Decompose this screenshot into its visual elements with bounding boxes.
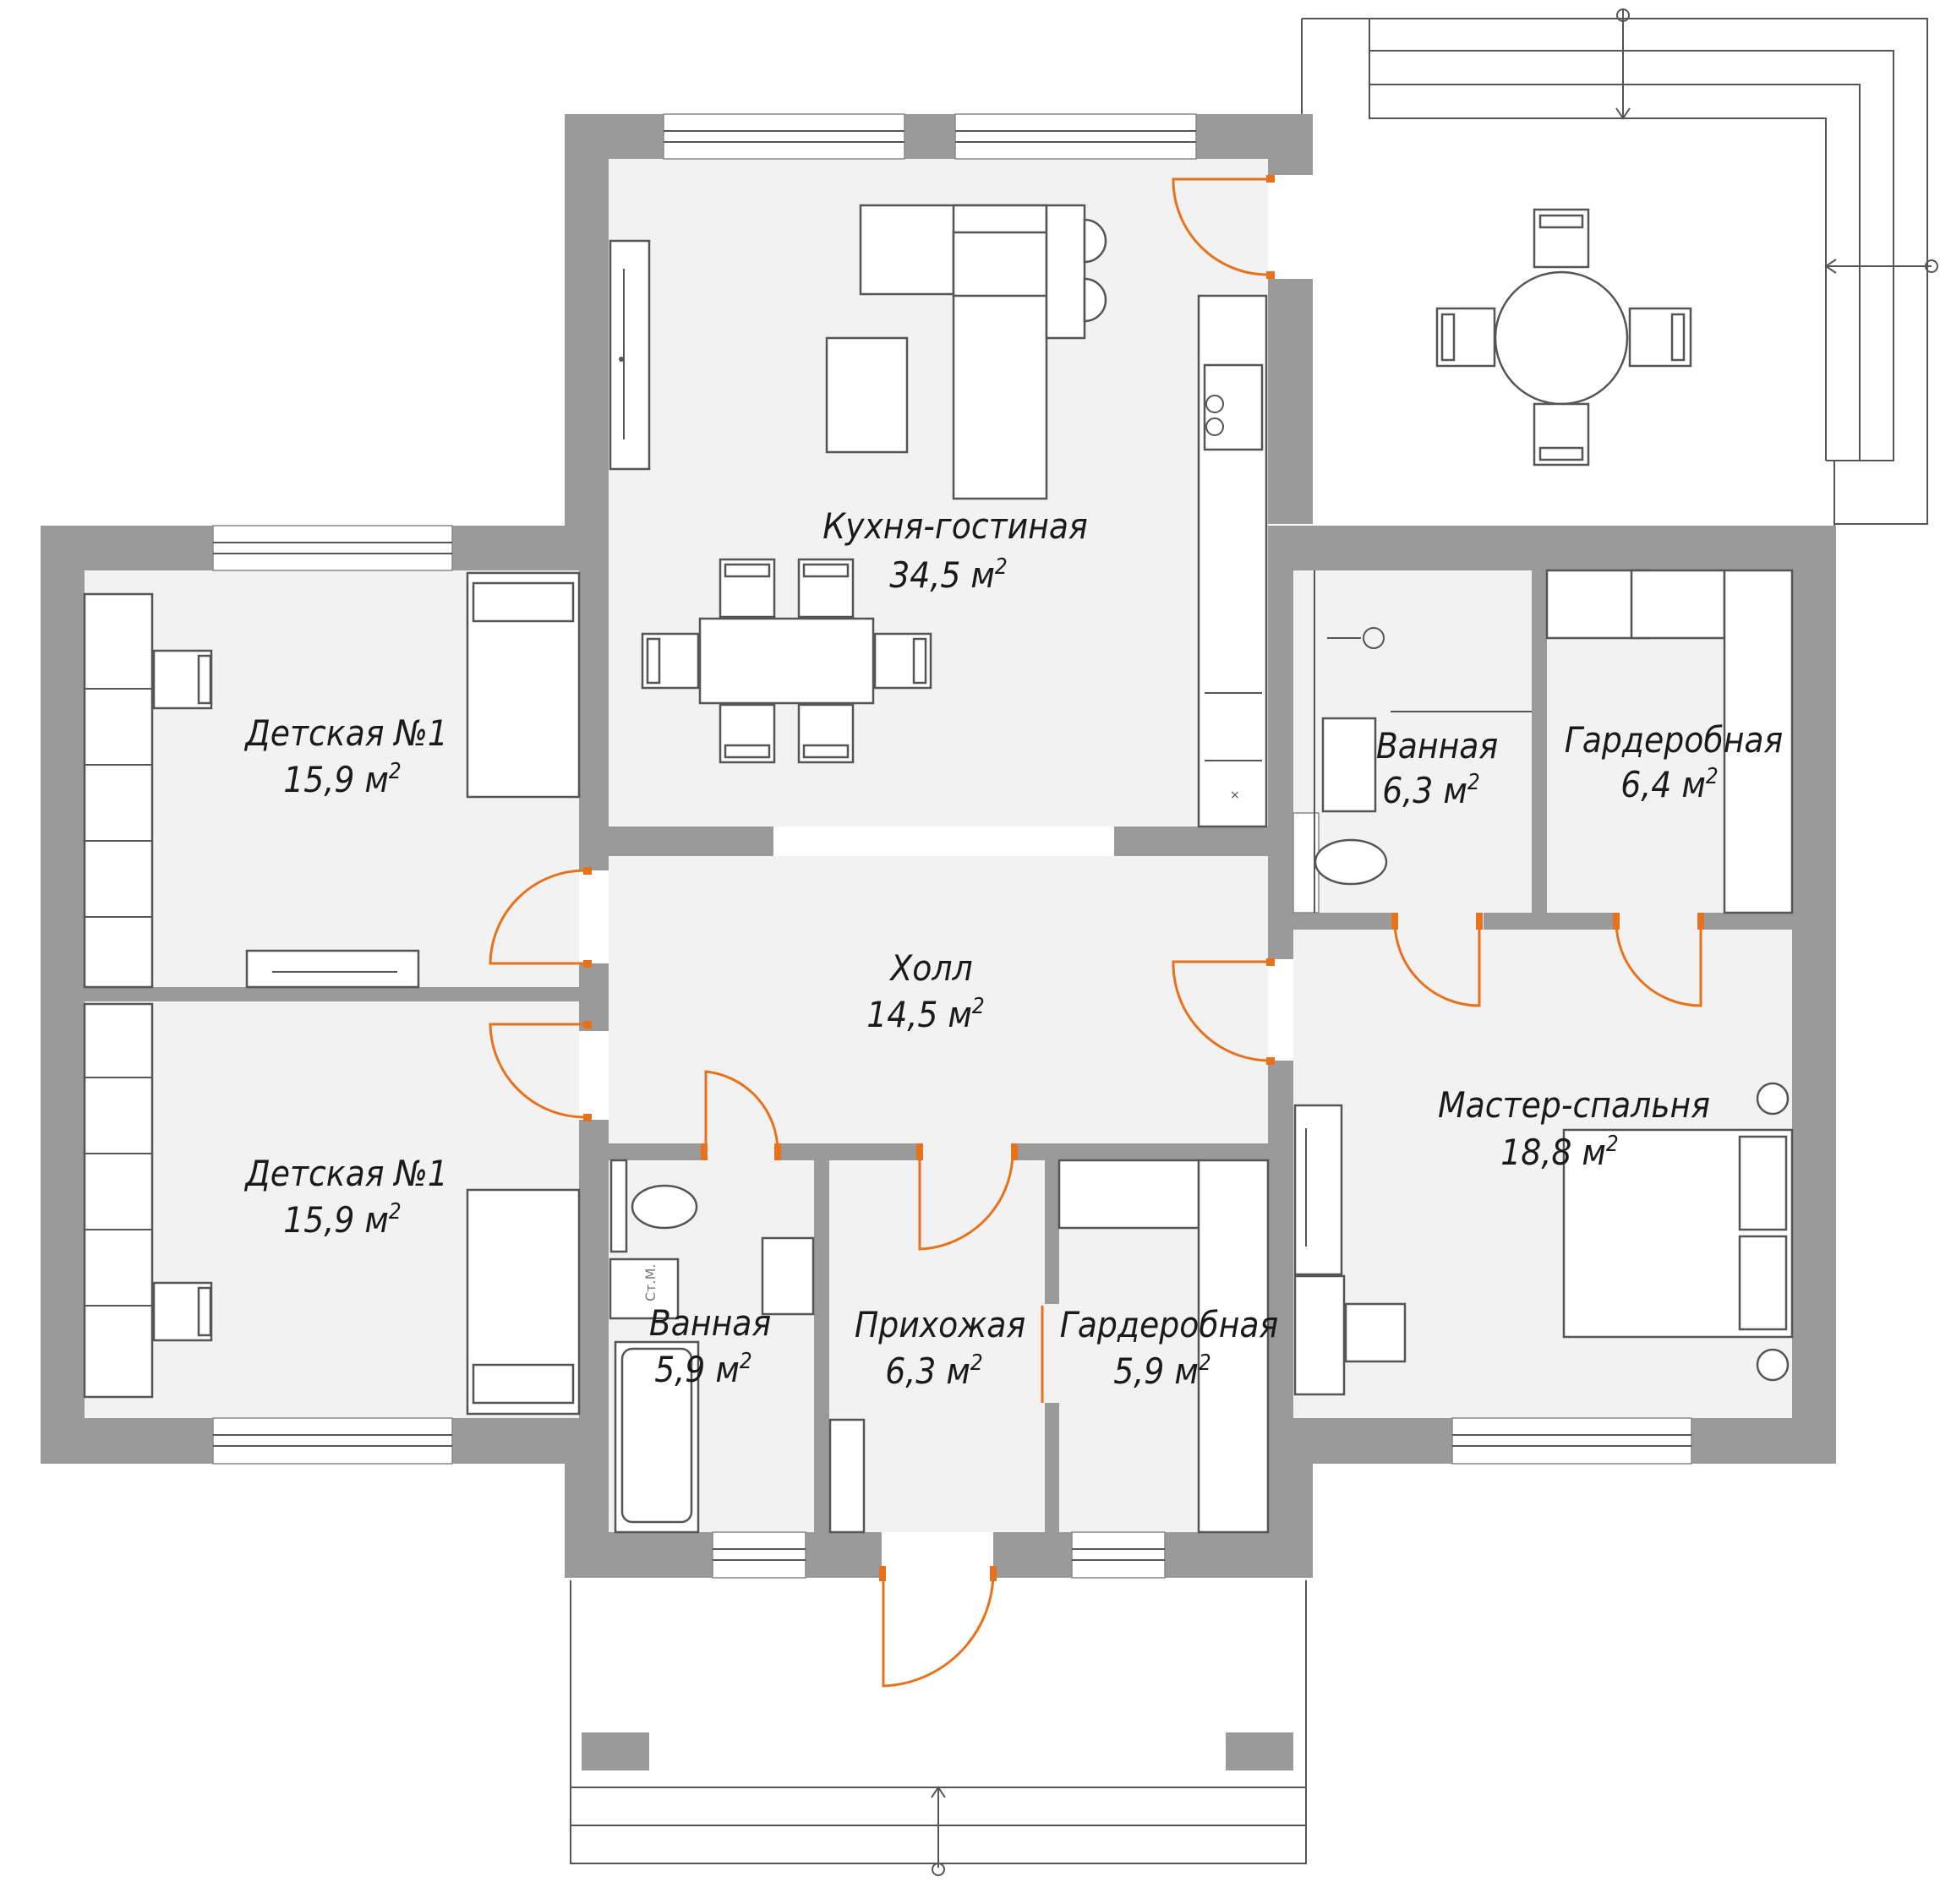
room-name: Детская №1 <box>243 1153 448 1194</box>
dining-table <box>641 558 932 764</box>
bath1-door <box>1393 919 1481 1007</box>
room-name: Холл <box>888 947 972 989</box>
room-label-hall: Холл 14,5 м2 <box>866 947 985 1035</box>
terrace-door <box>1172 177 1269 276</box>
dining-chair <box>719 703 776 764</box>
ward2-furniture <box>1057 1159 1270 1534</box>
bath2-door <box>704 1070 779 1152</box>
hall-opening <box>773 827 1114 856</box>
room-name: Ванная <box>649 1302 771 1344</box>
window <box>212 525 453 571</box>
terrace-chair <box>1628 307 1692 368</box>
kitchen-furniture: × <box>609 204 1268 828</box>
terrace-chair <box>1533 208 1590 269</box>
dining-chair <box>719 558 776 619</box>
doors <box>489 175 1704 1688</box>
room-area: 18,8 м2 <box>1500 1132 1619 1173</box>
sofa <box>859 204 1107 500</box>
dresser <box>1293 1274 1407 1396</box>
room-label-child2: Детская №1 15,9 м2 <box>243 1153 448 1241</box>
room-label-entry: Прихожая 6,3 м2 <box>855 1304 1025 1392</box>
window <box>212 1417 453 1465</box>
room-name: Гардеробная <box>1565 719 1784 761</box>
child1-door <box>489 869 587 965</box>
room-area: 34,5 м2 <box>889 554 1008 596</box>
room-area: 6,3 м2 <box>885 1350 982 1392</box>
child1-furniture <box>83 571 581 989</box>
tv-stand <box>245 949 420 989</box>
room-area: 15,9 м2 <box>283 759 402 800</box>
master-furniture <box>1293 1082 1794 1396</box>
desk-chair <box>152 1281 213 1342</box>
room-area: 14,5 м2 <box>866 994 985 1035</box>
room-area: 5,9 м2 <box>1113 1350 1210 1392</box>
room-label-master: Мастер-спальня 18,8 м2 <box>1438 1084 1710 1173</box>
dining-chair <box>873 632 932 690</box>
dining-chair <box>797 703 855 764</box>
kitchen-counter: × <box>1197 294 1268 828</box>
svg-text:×: × <box>1230 788 1240 802</box>
room-area: 5,9 м2 <box>654 1349 751 1390</box>
front-steps <box>570 1580 1307 1876</box>
room-label-bath1: Ванная 6,3 м2 <box>1376 725 1498 811</box>
dining-chair <box>641 632 700 690</box>
child2-door <box>489 1023 587 1119</box>
window <box>954 113 1197 160</box>
ward1-door <box>1615 919 1702 1007</box>
window <box>712 1531 806 1579</box>
master-door <box>1172 960 1276 1062</box>
room-label-ward1: Гардеробная 6,4 м2 <box>1565 719 1784 805</box>
terrace-chair <box>1533 402 1590 466</box>
room-name: Прихожая <box>855 1304 1025 1345</box>
window <box>663 113 905 160</box>
room-label-kitchen: Кухня-гостиная 34,5 м2 <box>822 505 1087 596</box>
tv-unit <box>609 239 651 471</box>
bath2-fixtures: Ст.М. <box>609 1159 815 1534</box>
room-area: 6,3 м2 <box>1382 770 1479 811</box>
room-name: Ванная <box>1376 725 1498 767</box>
bed <box>466 571 581 799</box>
room-area: 15,9 м2 <box>283 1199 402 1241</box>
front-door <box>882 1571 995 1688</box>
door-hinges <box>583 175 1704 1581</box>
bed <box>466 1188 581 1416</box>
room-label-bath2: Ванная 5,9 м2 <box>649 1302 771 1390</box>
child2-furniture <box>83 1002 581 1416</box>
window <box>1071 1531 1166 1579</box>
dining-chair <box>797 558 855 619</box>
room-name: Мастер-спальня <box>1438 1084 1710 1126</box>
master-bed <box>1562 1128 1794 1339</box>
bath1-fixtures <box>1314 570 1532 913</box>
room-area: 6,4 м2 <box>1620 764 1718 805</box>
tv-unit <box>1293 1104 1343 1276</box>
room-labels: Кухня-гостиная 34,5 м2 Детская №1 15,9 м… <box>243 505 1783 1392</box>
ward1-furniture <box>1545 569 1794 914</box>
terrace-table <box>1435 208 1692 466</box>
windows <box>212 113 1692 1579</box>
room-label-child1: Детская №1 15,9 м2 <box>243 712 448 800</box>
entry-furniture <box>828 1418 866 1534</box>
terrace-chair <box>1435 307 1496 368</box>
room-name: Гардеробная <box>1060 1304 1279 1345</box>
desk-chair <box>152 649 213 710</box>
room-name: Кухня-гостиная <box>822 505 1087 547</box>
room-name: Детская №1 <box>243 712 448 754</box>
back-terrace <box>1301 8 1938 528</box>
room-label-ward2: Гардеробная 5,9 м2 <box>1060 1304 1279 1392</box>
coffee-table <box>825 336 909 454</box>
washer-label: Ст.М. <box>642 1264 659 1301</box>
window <box>1451 1417 1692 1465</box>
entry-door <box>918 1150 1014 1251</box>
